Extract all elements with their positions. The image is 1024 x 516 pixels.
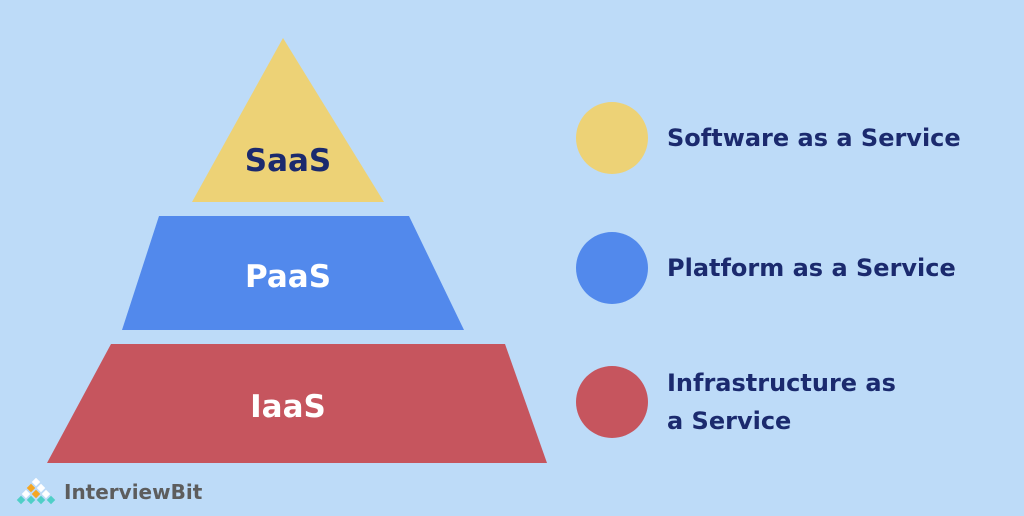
pyramid-tier-paas — [122, 216, 464, 330]
legend-dot — [576, 366, 648, 438]
legend-item-paas: Platform as a Service — [576, 232, 967, 304]
pyramid-tier-iaas — [47, 344, 547, 463]
tier-label-paas: PaaS — [244, 259, 332, 295]
interviewbit-logo: InterviewBit — [14, 478, 202, 506]
pyramid-tier-saas — [192, 38, 384, 202]
legend-dot — [576, 232, 648, 304]
legend-label: Software as a Service — [667, 124, 961, 152]
legend-item-saas: Software as a Service — [576, 102, 967, 174]
legend-label: Platform as a Service — [667, 254, 956, 282]
tier-label-iaas: IaaS — [250, 389, 326, 425]
legend-label: Infrastructure as a Service — [667, 369, 896, 435]
logo-text: InterviewBit — [64, 480, 203, 504]
logo-diamond-icon — [16, 478, 56, 505]
tier-label-saas: SaaS — [244, 143, 332, 179]
legend-dot — [576, 102, 648, 174]
legend-item-iaas: Infrastructure as a Service — [576, 364, 917, 440]
